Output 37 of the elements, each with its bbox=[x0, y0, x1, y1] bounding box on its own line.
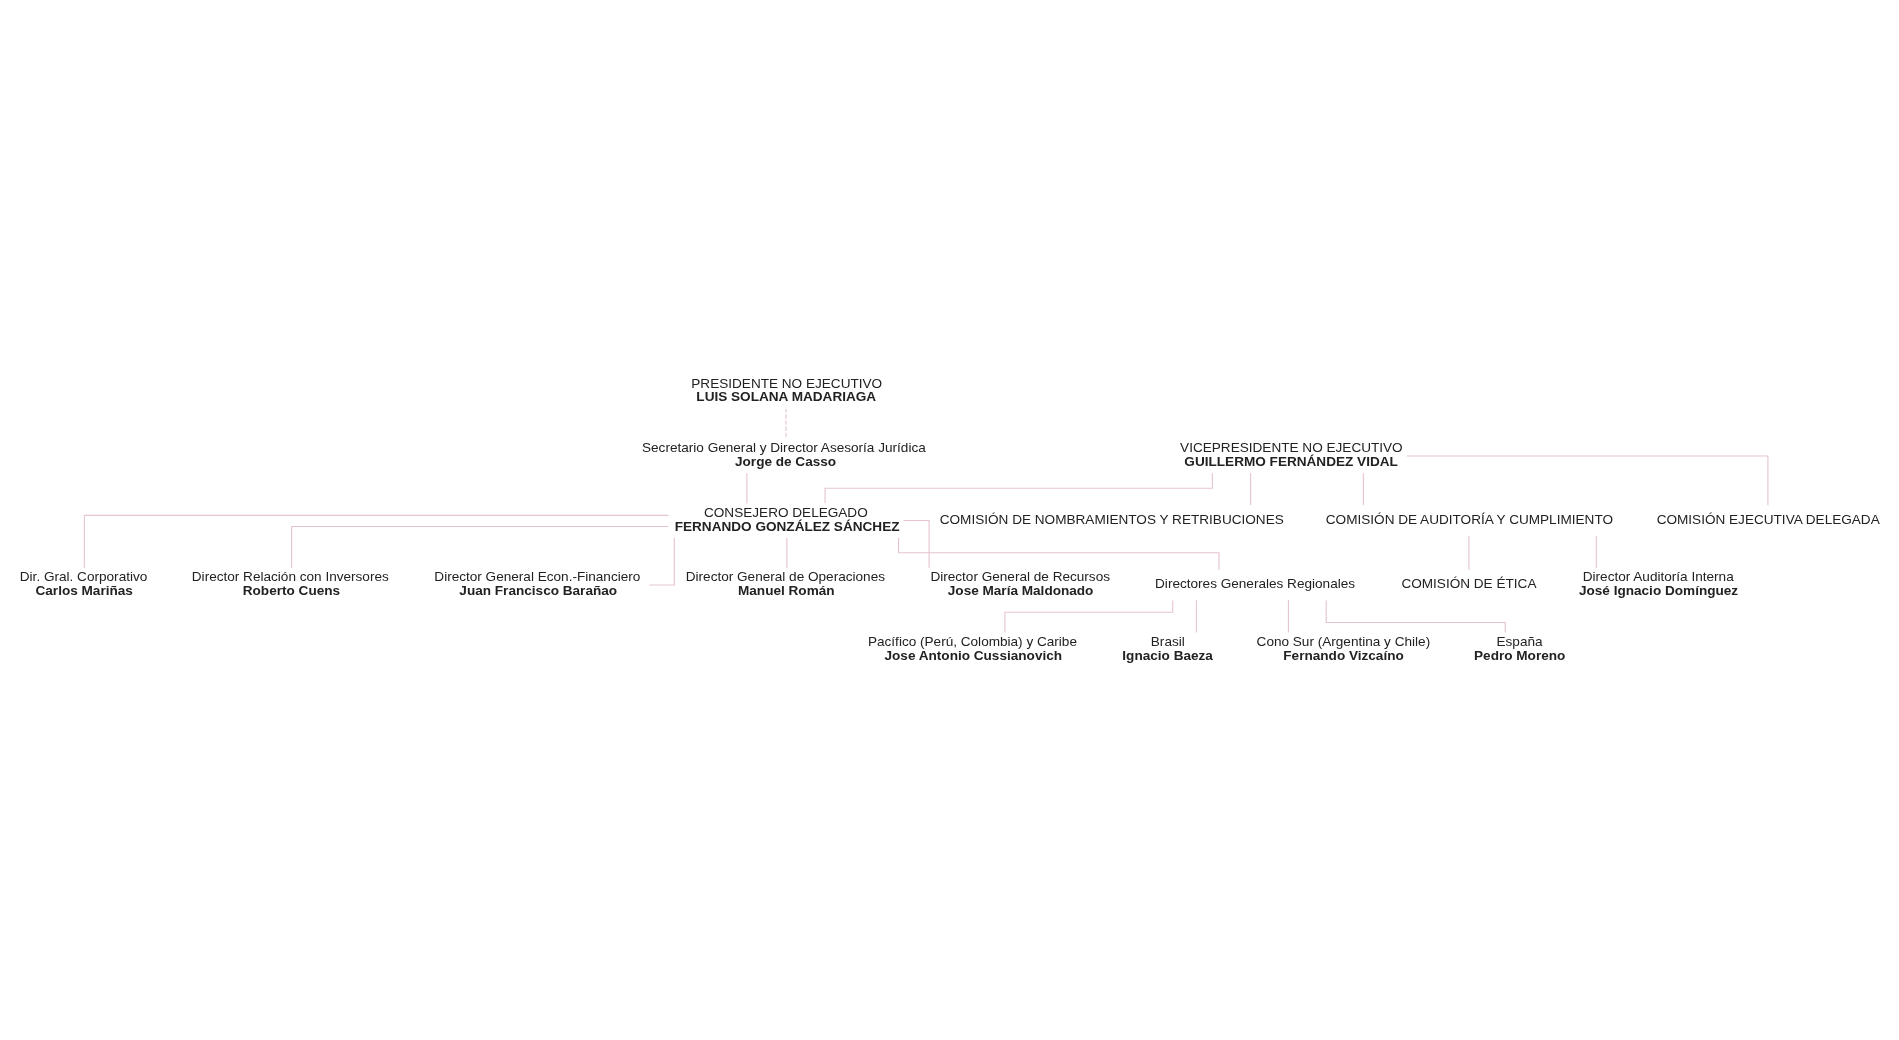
connector bbox=[785, 407, 787, 439]
node-text: PRESIDENTE NO EJECUTIVO LUIS SOLANA MADARIAGA bbox=[691, 375, 883, 404]
connector bbox=[1004, 599, 1174, 633]
node-text: Director General de Operaciones Manuel Román bbox=[685, 568, 885, 598]
node-text: COMISIÓN DE NOMBRAMIENTOS Y RETRIBUCIONES bbox=[939, 511, 1284, 527]
connector bbox=[1325, 599, 1506, 633]
node-text: Brasil Ignacio Baeza bbox=[1122, 633, 1213, 663]
connector bbox=[291, 525, 670, 568]
connector bbox=[746, 472, 748, 504]
node-text: Pacífico (Perú, Colombia) y Caribe Jose Antonio Cussianovich bbox=[867, 633, 1077, 663]
node-text: España Pedro Moreno bbox=[1474, 633, 1566, 663]
node-text: COMISIÓN DE ÉTICA bbox=[1401, 575, 1537, 591]
connector bbox=[1195, 599, 1197, 633]
connector bbox=[1468, 534, 1470, 570]
connector bbox=[1595, 534, 1597, 569]
connector bbox=[824, 472, 1213, 504]
connector bbox=[1406, 454, 1769, 506]
connector bbox=[648, 536, 675, 586]
node-text: Director Auditoría Interna José Ignacio Domínguez bbox=[1578, 568, 1739, 598]
node-text: COMISIÓN EJECUTIVA DELEGADA bbox=[1656, 511, 1880, 527]
connector bbox=[903, 519, 930, 568]
node-text: Director General Econ.-Financiero Juan Francisco Barañao bbox=[434, 568, 641, 598]
node-text: Director Relación con Inversores Roberto Cuens bbox=[191, 568, 389, 598]
node-text: Secretario General y Director Asesoría Jurídica Jorge de Casso bbox=[642, 439, 926, 469]
connector bbox=[83, 514, 670, 568]
connector bbox=[1362, 472, 1364, 506]
node-text: Directores Generales Regionales bbox=[1155, 575, 1356, 591]
node-text: Director General de Recursos Jose María Maldonado bbox=[930, 568, 1110, 598]
connector bbox=[786, 536, 788, 568]
node-text: Dir. Gral. Corporativo Carlos Mariñas bbox=[19, 568, 148, 598]
node-text: COMISIÓN DE AUDITORÍA Y CUMPLIMIENTO bbox=[1325, 511, 1614, 527]
connector bbox=[898, 536, 1220, 570]
connector bbox=[1250, 472, 1252, 506]
connector bbox=[1287, 599, 1289, 633]
node-text: VICEPRESIDENTE NO EJECUTIVO GUILLERMO FERNÁNDEZ VIDAL bbox=[1180, 439, 1403, 469]
node-text: CONSEJERO DELEGADO FERNANDO GONZÁLEZ SÁNCHEZ bbox=[674, 504, 900, 534]
node-text: Cono Sur (Argentina y Chile) Fernando Vizcaíno bbox=[1256, 633, 1431, 663]
